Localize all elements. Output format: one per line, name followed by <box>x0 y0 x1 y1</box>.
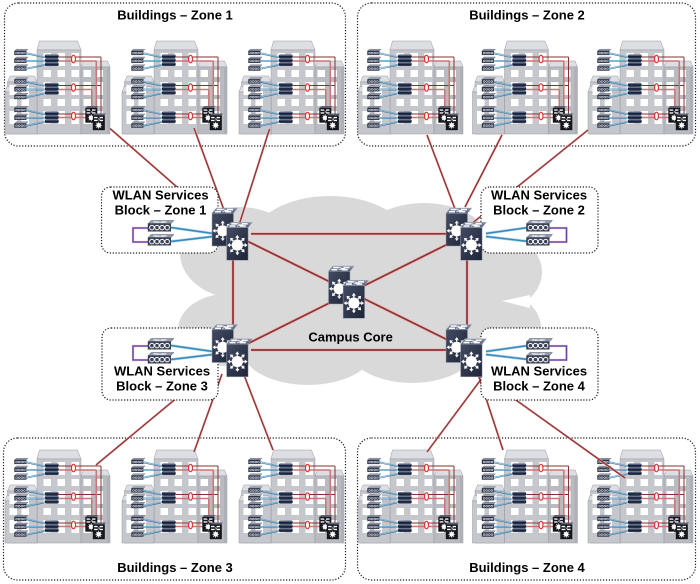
svg-text:Block – Zone 2: Block – Zone 2 <box>493 203 585 218</box>
svg-text:Campus Core: Campus Core <box>308 330 393 345</box>
svg-text:WLAN Services: WLAN Services <box>114 363 210 378</box>
svg-text:Block – Zone 1: Block – Zone 1 <box>115 203 207 218</box>
svg-text:Buildings – Zone 3: Buildings – Zone 3 <box>117 560 233 575</box>
svg-text:Buildings – Zone 1: Buildings – Zone 1 <box>117 8 233 23</box>
svg-text:WLAN Services: WLAN Services <box>491 363 587 378</box>
svg-text:Block – Zone 3: Block – Zone 3 <box>116 378 208 393</box>
svg-text:WLAN Services: WLAN Services <box>491 188 587 203</box>
svg-text:Buildings – Zone 2: Buildings – Zone 2 <box>469 8 585 23</box>
svg-text:Block – Zone 4: Block – Zone 4 <box>493 378 586 393</box>
svg-text:Buildings – Zone 4: Buildings – Zone 4 <box>469 560 585 575</box>
svg-text:WLAN Services: WLAN Services <box>112 188 208 203</box>
